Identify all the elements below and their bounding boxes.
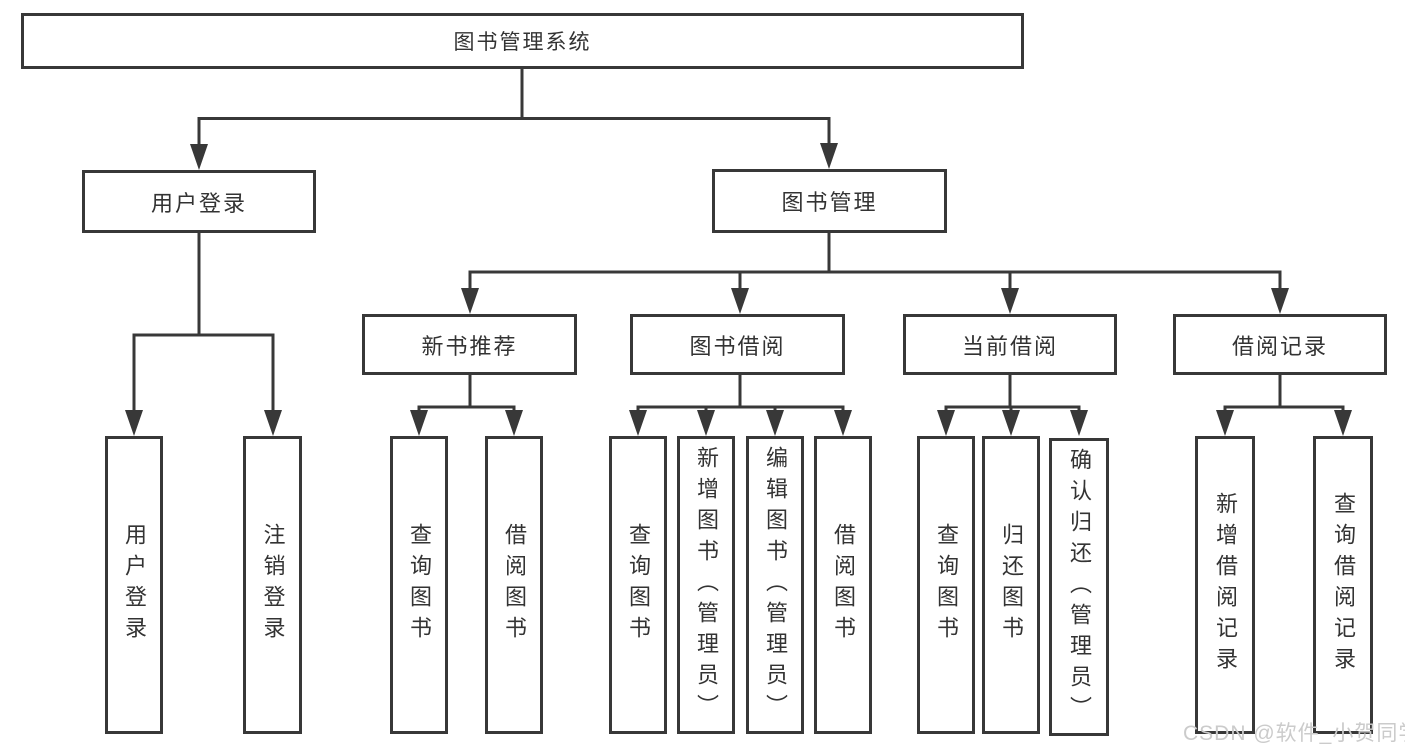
node-user-login-label: 用户登录 bbox=[150, 190, 247, 216]
node-borrow-books-borrow: 借阅图书 bbox=[814, 436, 872, 734]
node-add-borrow-record: 新增借阅记录 bbox=[1195, 436, 1255, 734]
node-query-borrow-record: 查询借阅记录 bbox=[1313, 436, 1373, 734]
node-edit-book-admin: 编辑图书（管理员） bbox=[746, 436, 804, 734]
node-logout-leaf-label: 注销登录 bbox=[260, 523, 286, 647]
node-query-books-borrow: 查询图书 bbox=[609, 436, 667, 734]
node-query-books-borrow-label: 查询图书 bbox=[626, 523, 651, 647]
node-new-book-recommend: 新书推荐 bbox=[362, 314, 577, 375]
node-borrow-books-recommend-label: 借阅图书 bbox=[502, 523, 527, 647]
node-add-book-admin: 新增图书（管理员） bbox=[677, 436, 735, 734]
node-confirm-return-admin-label: 确认归还（管理员） bbox=[1067, 447, 1092, 727]
node-book-management-label: 图书管理 bbox=[781, 190, 878, 215]
node-user-login-leaf-label: 用户登录 bbox=[122, 523, 147, 647]
node-query-borrow-record-label: 查询借阅记录 bbox=[1331, 492, 1356, 678]
node-new-book-recommend-label: 新书推荐 bbox=[421, 333, 518, 359]
node-edit-book-admin-label: 编辑图书（管理员） bbox=[763, 445, 788, 725]
node-logout-leaf: 注销登录 bbox=[243, 436, 302, 734]
node-query-books-current: 查询图书 bbox=[917, 436, 975, 734]
node-current-borrowing: 当前借阅 bbox=[903, 314, 1117, 375]
node-borrowing-records-label: 借阅记录 bbox=[1231, 333, 1328, 359]
node-root: 图书管理系统 bbox=[21, 13, 1024, 69]
node-query-books-current-label: 查询图书 bbox=[934, 523, 959, 647]
node-return-book: 归还图书 bbox=[982, 436, 1040, 734]
node-user-login: 用户登录 bbox=[82, 170, 316, 233]
node-user-login-leaf: 用户登录 bbox=[105, 436, 163, 734]
node-query-books-recommend: 查询图书 bbox=[390, 436, 448, 734]
watermark: CSDN @软件_小贺同学 bbox=[1183, 722, 1405, 745]
node-borrow-books-borrow-label: 借阅图书 bbox=[831, 523, 856, 647]
node-current-borrowing-label: 当前借阅 bbox=[961, 333, 1058, 359]
node-add-book-admin-label: 新增图书（管理员） bbox=[694, 445, 719, 725]
node-return-book-label: 归还图书 bbox=[999, 523, 1024, 647]
node-borrow-books-recommend: 借阅图书 bbox=[485, 436, 543, 734]
node-root-label: 图书管理系统 bbox=[453, 31, 592, 54]
node-book-borrowing-label: 图书借阅 bbox=[689, 333, 786, 359]
node-book-management: 图书管理 bbox=[712, 169, 947, 233]
arrowheads bbox=[125, 143, 1352, 436]
node-add-borrow-record-label: 新增借阅记录 bbox=[1213, 492, 1238, 678]
node-confirm-return-admin: 确认归还（管理员） bbox=[1049, 438, 1109, 736]
node-query-books-recommend-label: 查询图书 bbox=[407, 523, 432, 647]
node-book-borrowing: 图书借阅 bbox=[630, 314, 845, 375]
node-borrowing-records: 借阅记录 bbox=[1173, 314, 1387, 375]
